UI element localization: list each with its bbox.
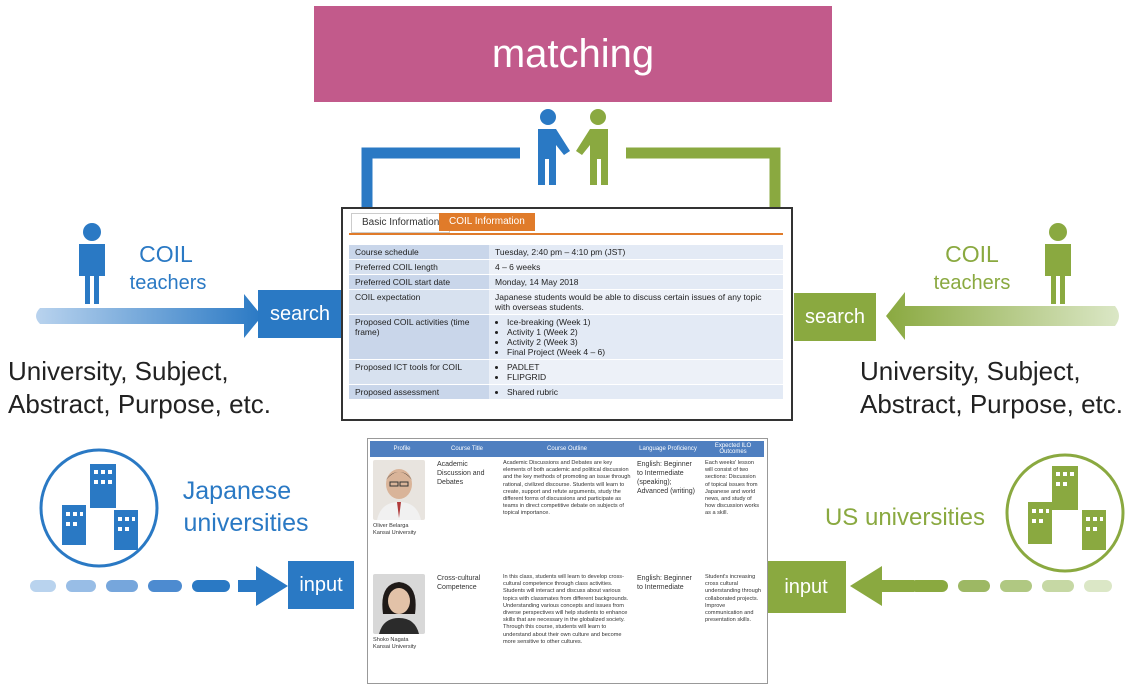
row-value: Tuesday, 2:40 pm – 4:10 pm (JST) — [489, 245, 783, 260]
expected-outcomes: Each weeks' lesson will consist of two s… — [705, 460, 760, 517]
column-header: Expected ILO Outcomes — [702, 441, 764, 457]
left-teacher-icon — [79, 223, 105, 304]
row-value: 4 – 6 weeks — [489, 259, 783, 275]
teacher-name: Oliver Belarga — [373, 523, 409, 530]
right-search-arrow — [886, 292, 1119, 340]
column-header: Course Outline — [500, 441, 634, 457]
list-item: Final Project (Week 4 – 6) — [507, 347, 777, 357]
left-connector-line — [361, 147, 520, 212]
us-universities-label: US universities — [824, 504, 986, 531]
row-key: Preferred COIL start date — [349, 274, 489, 290]
column-header: Language Proficiency — [634, 441, 702, 457]
course-outline: In this class, students will learn to de… — [503, 574, 629, 645]
teacher-photo-avatar — [373, 460, 425, 520]
table-row: Preferred COIL length 4 – 6 weeks — [349, 259, 783, 275]
left-role-title: COIL — [139, 241, 193, 267]
coil-info-table: Course schedule Tuesday, 2:40 pm – 4:10 … — [349, 245, 783, 400]
row-value: Ice-breaking (Week 1) Activity 1 (Week 2… — [489, 314, 783, 360]
japanese-universities-label-line1: Japanese — [182, 477, 292, 505]
list-item: Activity 1 (Week 2) — [507, 327, 777, 337]
row-key: Proposed assessment — [349, 384, 489, 400]
tab-basic-information: Basic Information — [351, 213, 451, 233]
left-input-arrow — [30, 566, 288, 606]
table-row: Preferred COIL start date Monday, 14 May… — [349, 274, 783, 290]
left-search-tag: search — [258, 290, 342, 338]
row-value: Japanese students would be able to discu… — [489, 289, 783, 315]
right-connector-line — [626, 147, 781, 212]
column-header: Profile — [370, 441, 434, 457]
teacher-name: Shoko Nagata — [373, 637, 409, 644]
table-row: Shoko Nagata Kansai University Cross-cul… — [370, 571, 764, 655]
list-item: Ice-breaking (Week 1) — [507, 317, 777, 327]
table-row: Proposed COIL activities (time frame) Ic… — [349, 314, 783, 360]
right-criteria-line2: Abstract, Purpose, etc. — [860, 389, 1124, 419]
list-item: Shared rubric — [507, 387, 777, 397]
teacher-photo-avatar — [373, 574, 425, 634]
right-teacher-icon — [1045, 223, 1071, 304]
right-search-tag: search — [794, 293, 876, 341]
left-criteria-line2: Abstract, Purpose, etc. — [8, 389, 272, 419]
list-item: Activity 2 (Week 3) — [507, 337, 777, 347]
course-table: Profile Course Title Course Outline Lang… — [370, 441, 764, 655]
course-title: Academic Discussion and Debates — [437, 461, 485, 486]
table-row: Proposed assessment Shared rubric — [349, 384, 783, 400]
row-key: Preferred COIL length — [349, 259, 489, 275]
right-input-tag: input — [766, 561, 846, 613]
table-row: Proposed ICT tools for COIL PADLET FLIPG… — [349, 359, 783, 385]
left-input-tag: input — [288, 561, 354, 609]
japanese-universities-label-line2: universities — [183, 509, 309, 537]
profile-cell: Oliver Belarga Kansai University — [370, 457, 434, 571]
right-criteria-line1: University, Subject, — [860, 356, 1081, 386]
row-key: Proposed COIL activities (time frame) — [349, 314, 489, 360]
us-universities-icon — [1005, 453, 1125, 573]
teacher-university: Kansai University — [373, 644, 417, 651]
course-title: Cross-cultural Competence — [437, 575, 481, 591]
row-key: Proposed ICT tools for COIL — [349, 359, 489, 385]
row-value: Shared rubric — [489, 384, 783, 400]
expected-outcomes: Student's increasing cross cultural unde… — [705, 574, 761, 624]
left-search-arrow — [36, 294, 262, 338]
coil-info-panel: Basic Information COIL Information Cours… — [341, 207, 793, 421]
japanese-universities-icon — [39, 448, 159, 568]
left-role-subtitle: teachers — [129, 272, 207, 294]
tab-underline — [349, 233, 783, 235]
table-row: Oliver Belarga Kansai University Academi… — [370, 457, 764, 571]
course-list-panel: Profile Course Title Course Outline Lang… — [367, 438, 768, 684]
right-input-arrow — [850, 566, 1112, 606]
matching-banner: matching — [314, 6, 832, 102]
right-role-title: COIL — [945, 241, 999, 267]
row-value: PADLET FLIPGRID — [489, 359, 783, 385]
list-item: PADLET — [507, 362, 777, 372]
teacher-university: Kansai University — [373, 530, 417, 537]
list-item: FLIPGRID — [507, 372, 777, 382]
language-proficiency: English: Beginner to Intermediate (speak… — [637, 461, 695, 495]
table-header-row: Profile Course Title Course Outline Lang… — [370, 441, 764, 457]
handshake-icon — [538, 109, 608, 185]
profile-cell: Shoko Nagata Kansai University — [370, 571, 434, 655]
table-row: Course schedule Tuesday, 2:40 pm – 4:10 … — [349, 245, 783, 260]
language-proficiency: English: Beginner to Intermediate — [637, 575, 692, 591]
column-header: Course Title — [434, 441, 500, 457]
row-key: COIL expectation — [349, 289, 489, 315]
row-key: Course schedule — [349, 245, 489, 260]
left-criteria-line1: University, Subject, — [8, 356, 229, 386]
row-value: Monday, 14 May 2018 — [489, 274, 783, 290]
table-row: COIL expectation Japanese students would… — [349, 289, 783, 315]
course-outline: Academic Discussions and Debates are key… — [503, 460, 631, 517]
right-role-subtitle: teachers — [933, 272, 1011, 294]
tab-coil-information: COIL Information — [439, 213, 535, 231]
